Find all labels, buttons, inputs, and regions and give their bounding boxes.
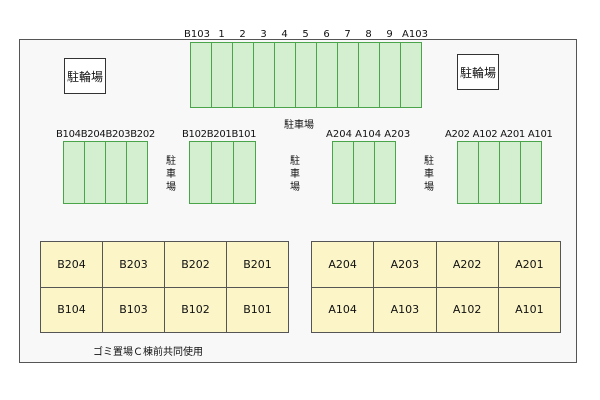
- parking-space: [400, 42, 422, 108]
- unit-cell: B101: [227, 287, 288, 332]
- unit-cell: B203: [103, 242, 164, 287]
- unit-cell: B102: [165, 287, 226, 332]
- bike-parking-right: 駐輪場: [457, 54, 499, 90]
- parking-space: [189, 141, 212, 204]
- parking-space: [190, 42, 212, 108]
- parking-group-a204: [332, 141, 396, 204]
- parking-space: [478, 141, 500, 204]
- unit-cell: B202: [165, 242, 226, 287]
- unit-cell: A203: [374, 242, 436, 287]
- top-number: 3: [260, 29, 267, 40]
- vertical-parking-label: 駐 車 場: [166, 156, 176, 193]
- unit-cell: A101: [498, 287, 560, 332]
- unit-cell: A204: [312, 242, 374, 287]
- top-number: 4: [281, 29, 288, 40]
- parking-space: [232, 42, 254, 108]
- parking-space: [84, 141, 106, 204]
- top-number: 9: [386, 29, 393, 40]
- unit-cell: B103: [103, 287, 164, 332]
- parking-space: [233, 141, 256, 204]
- parking-space: [520, 141, 542, 204]
- parking-space: [63, 141, 85, 204]
- unit-cell: B104: [41, 287, 102, 332]
- parking-lot-label: 駐車場: [284, 120, 314, 131]
- group-label-b104: B104B204B203B202: [56, 129, 155, 140]
- building-b: B204 B203 B202 B201 B104 B103 B102 B101: [40, 241, 289, 333]
- bike-parking-left: 駐輪場: [64, 58, 106, 94]
- building-a: A204 A203 A202 A201 A104 A103 A102 A101: [311, 241, 561, 333]
- parking-space: [358, 42, 380, 108]
- top-parking-row: [190, 42, 422, 108]
- top-number-row: B103 1 2 3 4 5 6 7 8 9 A103: [183, 29, 430, 40]
- unit-cell: A103: [374, 287, 436, 332]
- top-number: 6: [323, 29, 330, 40]
- garbage-note: ゴミ置場Ｃ棟前共同使用: [93, 347, 203, 358]
- top-number: 2: [239, 29, 246, 40]
- group-label-a202: A202 A102 A201 A101: [445, 129, 553, 140]
- unit-cell: B201: [227, 242, 288, 287]
- parking-space: [126, 141, 148, 204]
- parking-space: [274, 42, 296, 108]
- parking-space: [211, 141, 234, 204]
- parking-group-b104: [63, 141, 148, 204]
- unit-cell: A202: [436, 242, 498, 287]
- parking-space: [211, 42, 233, 108]
- parking-space: [253, 42, 275, 108]
- parking-space: [316, 42, 338, 108]
- top-number: 7: [344, 29, 351, 40]
- top-number: A103: [402, 29, 428, 40]
- parking-group-b102: [189, 141, 256, 204]
- top-number: 8: [365, 29, 372, 40]
- parking-space: [374, 141, 396, 204]
- vertical-parking-label: 駐 車 場: [424, 156, 434, 193]
- parking-space: [353, 141, 375, 204]
- group-label-a204: A204 A104 A203: [326, 129, 411, 140]
- parking-space: [457, 141, 479, 204]
- top-number: B103: [184, 29, 210, 40]
- parking-group-a202: [457, 141, 542, 204]
- unit-cell: A104: [312, 287, 374, 332]
- parking-space: [499, 141, 521, 204]
- parking-space: [337, 42, 359, 108]
- parking-space: [105, 141, 127, 204]
- parking-space: [295, 42, 317, 108]
- unit-cell: B204: [41, 242, 102, 287]
- parking-space: [379, 42, 401, 108]
- group-label-b102: B102B201B101: [182, 129, 257, 140]
- unit-cell: A201: [498, 242, 560, 287]
- top-number: 5: [302, 29, 309, 40]
- vertical-parking-label: 駐 車 場: [290, 156, 300, 193]
- unit-cell: A102: [436, 287, 498, 332]
- top-number: 1: [218, 29, 225, 40]
- parking-space: [332, 141, 354, 204]
